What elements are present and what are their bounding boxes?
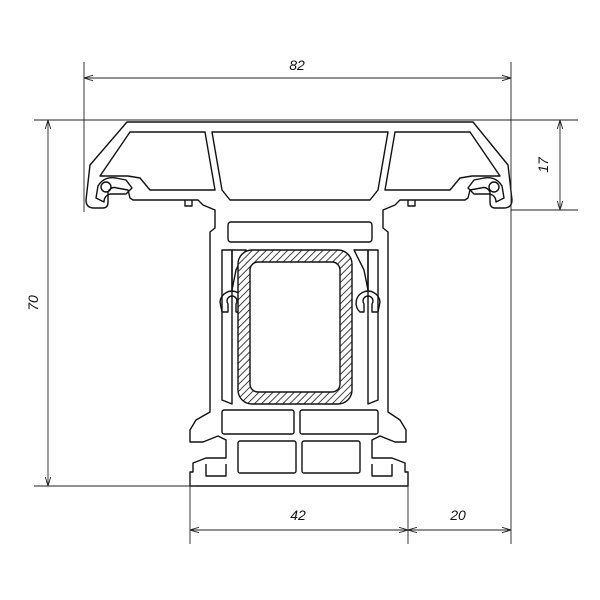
steel-reinforcement [237,249,353,405]
dim-offset: 20 [449,507,466,523]
body-inner-left [221,249,233,405]
body-chamber-left-upper [231,249,247,291]
body-inner-right [367,249,379,405]
lower-chamber-1 [221,409,295,435]
profile-outline [85,121,513,487]
flange-chamber-right [384,131,501,191]
transverse-chamber [227,221,373,243]
hook-hole-left [100,181,112,193]
body-chamber-right-upper [353,249,369,291]
drip-notch-right [407,200,416,207]
foot-left [205,464,227,477]
flange-hook-left [95,176,133,203]
hook-hole-right [488,181,500,193]
extension-lines [34,62,578,544]
reinforcement-inner [249,261,341,393]
dim-total-height: 70 [25,295,41,311]
dim-base-width: 42 [290,507,306,523]
foot-right [371,464,393,477]
lower-chamber-2 [299,409,379,435]
dim-flange-height: 17 [535,156,551,173]
dimension-lines [48,78,560,530]
lower-chamber-3 [237,440,297,474]
flange-chamber-left [99,131,216,191]
drip-notch-left [184,200,193,207]
dimension-labels: 82 70 17 42 20 [25,57,551,523]
keyhole-right [355,290,381,313]
dim-top-width: 82 [289,57,305,73]
lower-chamber-4 [301,440,361,474]
flange-hook-right [467,176,505,203]
flange-chamber-center [211,131,389,201]
